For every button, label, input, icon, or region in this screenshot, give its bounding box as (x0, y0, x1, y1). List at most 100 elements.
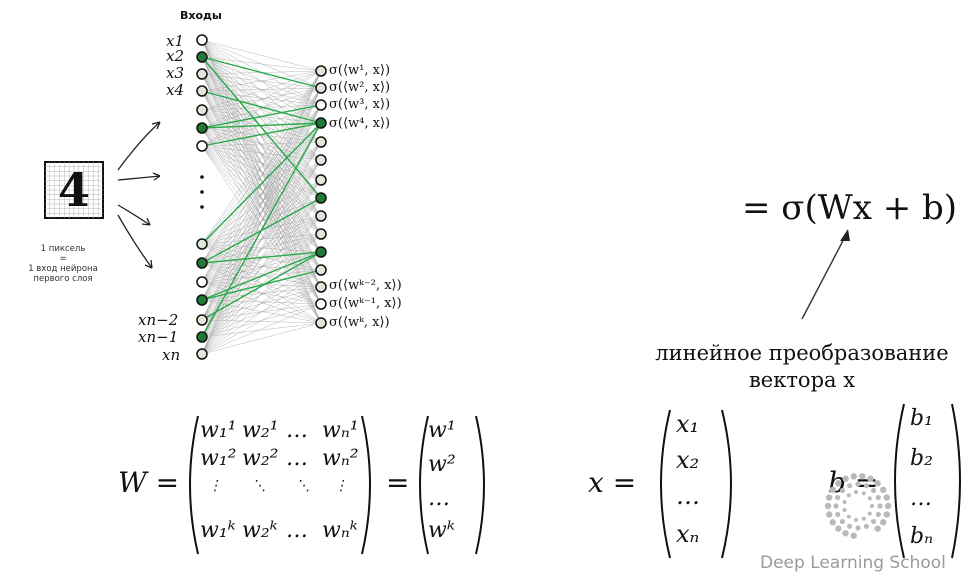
input-label-x4: x4 (166, 81, 185, 99)
network-edge (201, 179, 322, 321)
logo-dot (839, 518, 846, 525)
network-edge (201, 90, 322, 271)
output-label-2: σ(⟨w², x⟩) (329, 80, 391, 95)
output-neuron (315, 117, 327, 129)
network-edge (201, 262, 322, 305)
network-edge (201, 104, 322, 245)
b-vector-item-1: b₁ (910, 406, 933, 431)
w-vector-brackets (419, 415, 485, 555)
network-edge (201, 39, 322, 253)
network-edge (201, 251, 322, 338)
network-edge (201, 39, 322, 235)
network-edge (201, 145, 322, 271)
network-edge (201, 322, 322, 338)
logo-dot (854, 490, 859, 495)
logo-dot (854, 517, 859, 522)
network-edge (201, 233, 322, 321)
x-vector-item-1: x₁ (676, 410, 700, 438)
logo-dot (833, 503, 839, 509)
network-edge (201, 87, 322, 245)
network-edge (201, 281, 322, 305)
network-edge (201, 269, 322, 321)
logo-dot (839, 487, 846, 494)
logo-dot (870, 518, 877, 525)
network-edge (201, 122, 322, 301)
network-edge (201, 87, 322, 355)
logo-dot (880, 486, 887, 493)
network-edge (201, 145, 322, 253)
network-edge (201, 39, 322, 324)
network-edge (201, 90, 322, 181)
input-layer (196, 34, 208, 360)
output-label-4: σ(⟨w⁴, x⟩) (329, 116, 391, 131)
network-edge (201, 104, 322, 301)
logo-dot (846, 483, 853, 489)
logo-dot (842, 475, 849, 482)
network-edge (201, 39, 322, 181)
logo-dot (846, 514, 851, 519)
logo-dot (870, 487, 877, 494)
network-edge (201, 70, 322, 321)
logo-dot (846, 493, 851, 498)
network-edge (201, 39, 322, 161)
logo-dot (874, 480, 881, 487)
logo-dot (859, 473, 866, 480)
network-edge (201, 145, 322, 305)
W-cell-2-2: w₂² (242, 446, 279, 471)
logo-dot (875, 494, 881, 501)
highlighted-edge (201, 56, 322, 89)
logo-dot (855, 525, 861, 531)
formula-caption: линейное преобразование вектора x (640, 340, 964, 394)
network-edge (201, 39, 322, 72)
network-edge (201, 87, 322, 92)
input-neuron (196, 238, 208, 250)
network-edge (201, 70, 322, 264)
deep-learning-school-logo (824, 473, 892, 539)
digit-glyph: 4 (58, 163, 90, 217)
output-neuron (315, 210, 327, 222)
network-edge (201, 70, 322, 245)
network-edge (201, 233, 322, 245)
W-cell-4-1: w₁ᵏ (200, 518, 236, 543)
network-edge (201, 39, 322, 271)
network-edge (201, 73, 322, 199)
network-edge (201, 262, 322, 288)
network-highlighted-edges (201, 56, 322, 338)
W-cell-1-1: w₁¹ (200, 418, 237, 443)
output-neuron (315, 82, 327, 94)
highlighted-edge (201, 104, 322, 129)
network-edge (201, 286, 322, 301)
digit-image: 4 (44, 161, 104, 219)
network-edge (201, 70, 322, 283)
x-vector-brackets (660, 409, 732, 559)
highlighted-edge (201, 90, 322, 124)
inputs-title: Входы (180, 9, 222, 22)
main-formula: = σ(Wx + b) (742, 188, 958, 228)
caption-line1: линейное преобразование (655, 341, 949, 365)
network-edge (201, 39, 322, 143)
x-vector-item-4: xₙ (676, 520, 700, 548)
highlighted-edge (201, 122, 322, 129)
x-vector-item-3: … (676, 482, 700, 510)
output-neuron (315, 246, 327, 258)
network-edge (201, 56, 322, 271)
W-cell-2-4: wₙ² (322, 446, 359, 471)
logo-dot (835, 494, 841, 501)
input-neuron (196, 348, 208, 360)
input-arrows (117, 121, 161, 269)
input-neuron (196, 294, 208, 306)
network-edge (201, 70, 322, 111)
network-edge (201, 159, 322, 338)
highlighted-edge (201, 56, 322, 199)
logo-dot (842, 500, 847, 505)
output-label-3: σ(⟨w³, x⟩) (329, 97, 391, 112)
input-neuron (196, 140, 208, 152)
watermark: Deep Learning School (760, 553, 946, 573)
network-edge (201, 145, 322, 235)
output-neuron (315, 174, 327, 186)
pixel-note-line3: 1 вход нейрона (28, 264, 98, 274)
logo-dot (826, 494, 833, 501)
logo-dot (883, 494, 890, 501)
network-edges (201, 39, 322, 355)
output-label-1: σ(⟨w¹, x⟩) (329, 63, 391, 78)
